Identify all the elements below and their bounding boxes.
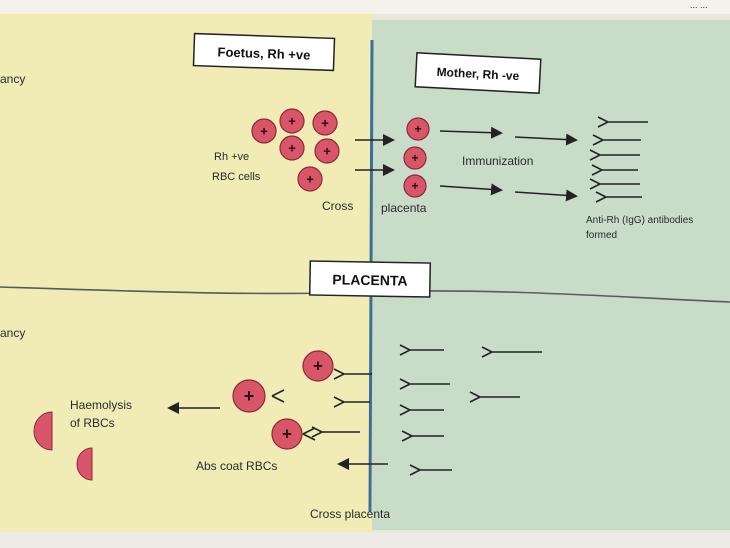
- placenta-title-box: PLACENTA: [308, 260, 432, 298]
- fetus-title: Foetus, Rh +ve: [217, 44, 310, 62]
- crossed-rbc-3: +: [403, 174, 427, 198]
- svg-text:+: +: [313, 357, 323, 376]
- formed-antibody-1: [597, 116, 648, 128]
- svg-text:+: +: [414, 122, 421, 136]
- formed-antibody-5: [589, 178, 640, 190]
- fetus-title-box: Foetus, Rh +ve: [192, 32, 336, 72]
- antibody-label-line1: Anti-Rh (IgG) antibodies: [586, 215, 693, 226]
- immunization-arrow-2: [514, 133, 578, 146]
- maternal-antibody-6: [401, 430, 444, 442]
- immunization-arrow-1: [439, 126, 503, 139]
- formed-antibody-3: [589, 149, 640, 161]
- formed-antibody-2: [592, 134, 641, 146]
- fetal-rbc-5: +: [314, 138, 340, 164]
- haemolysis-line1: Haemolysis: [70, 398, 132, 412]
- crossing-antibody-2: [333, 396, 370, 408]
- svg-text:+: +: [260, 124, 268, 139]
- crossed-rbc-2: +: [403, 146, 427, 170]
- left-cut-text-bottom: ancy: [0, 326, 25, 340]
- bottom-edge: [0, 532, 730, 548]
- cross-placenta-label: Cross placenta: [310, 507, 390, 521]
- left-cut-text-top: ancy: [0, 72, 25, 86]
- fetal-rbc-3: +: [312, 110, 338, 136]
- abs-coat-label: Abs coat RBCs: [196, 459, 277, 473]
- crossed-rbc-column: + + +: [403, 117, 430, 198]
- mother-region: [372, 20, 730, 530]
- lysed-rbc-1: [33, 411, 53, 451]
- crossing-antibody-1: [333, 368, 372, 380]
- svg-text:+: +: [288, 141, 296, 156]
- mother-title-box: Mother, Rh -ve: [414, 51, 542, 95]
- svg-text:+: +: [306, 172, 314, 187]
- maternal-antibody-4: [469, 391, 520, 403]
- antibody-label-line2: formed: [586, 230, 617, 241]
- maternal-antibody-3: [399, 378, 450, 390]
- svg-text:+: +: [321, 116, 329, 131]
- svg-text:+: +: [411, 179, 418, 193]
- fetal-rbc-cluster: + + + + + +: [251, 108, 340, 192]
- fetal-rbc-4: +: [279, 135, 305, 161]
- rbc-label-line2: RBC cells: [212, 171, 261, 183]
- svg-text:+: +: [288, 114, 296, 129]
- coating-antibody-2: [302, 427, 316, 441]
- coated-rbc-2: +: [232, 379, 266, 413]
- fetal-rbc-1: +: [251, 118, 277, 144]
- immunization-arrow-3: [439, 183, 503, 196]
- maternal-antibodies: [311, 344, 542, 476]
- coated-rbc-1: +: [302, 350, 334, 382]
- crossing-antibody-3: [311, 426, 360, 438]
- cross-label: Cross: [322, 199, 353, 213]
- formed-antibodies: [589, 116, 648, 203]
- coated-rbc-3: +: [271, 418, 303, 450]
- placenta-title: PLACENTA: [332, 271, 407, 288]
- svg-text:+: +: [323, 144, 331, 159]
- rbc-label-line1: Rh +ve: [214, 151, 249, 163]
- formed-antibody-4: [591, 164, 638, 176]
- maternal-antibody-5: [399, 404, 444, 416]
- maternal-antibody-1: [399, 344, 444, 356]
- corner-text: ... ...: [690, 0, 708, 10]
- immunization-label: Immunization: [462, 154, 533, 168]
- maternal-antibody-7: [409, 464, 452, 476]
- coating-antibody-1: [271, 389, 285, 403]
- svg-text:+: +: [282, 425, 292, 444]
- coated-rbc-group: + + +: [232, 350, 334, 450]
- placenta-word: placenta: [381, 201, 427, 215]
- lysed-rbc-2: [76, 447, 93, 481]
- svg-text:+: +: [244, 386, 255, 406]
- haemolysis-line2: of RBCs: [70, 416, 115, 430]
- svg-text:+: +: [411, 151, 418, 165]
- formed-antibody-6: [595, 191, 642, 203]
- mother-title: Mother, Rh -ve: [436, 65, 520, 83]
- top-edge: [0, 0, 730, 14]
- crossed-rbc-1: +: [406, 117, 430, 141]
- immunization-arrow-4: [514, 189, 578, 202]
- fetal-rbc-6: +: [297, 166, 323, 192]
- maternal-antibody-2: [481, 346, 542, 358]
- fetal-rbc-2: +: [279, 108, 305, 134]
